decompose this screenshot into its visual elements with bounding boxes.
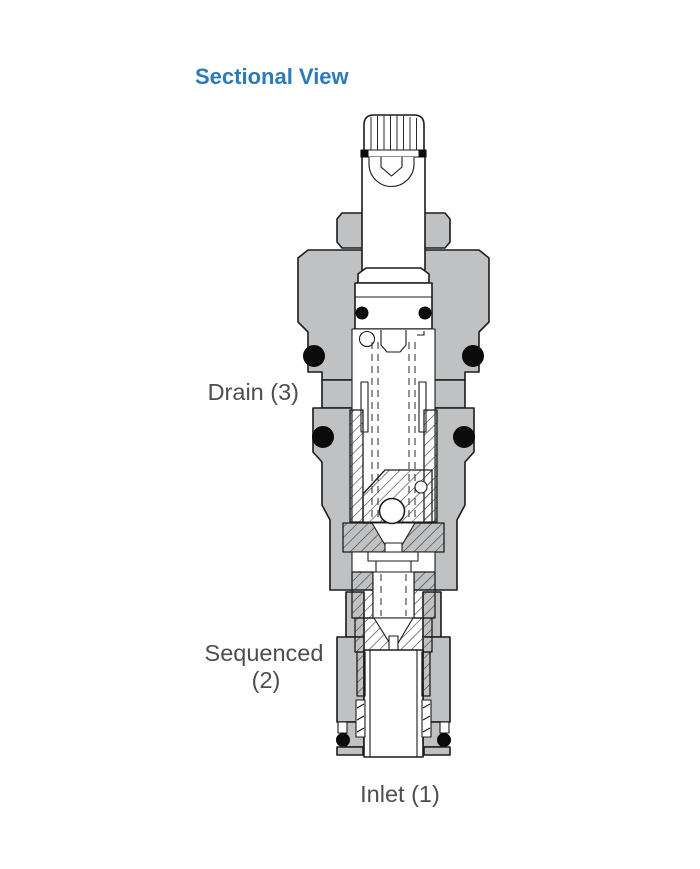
body-orings (303, 345, 484, 448)
drain-port-label: Drain (3) (208, 379, 299, 405)
sleeve-edge-right (418, 381, 427, 433)
socket-tick (417, 331, 425, 336)
inlet-liner-left (356, 651, 366, 697)
cap-retainer-band (360, 149, 427, 158)
piston-oring-right (418, 306, 432, 320)
knurl-lines (370, 115, 417, 150)
sequenced-port-label: Sequenced (205, 640, 324, 666)
lower-chamber (351, 551, 436, 655)
retainer-step-1 (367, 551, 419, 562)
retainer-step-2 (375, 560, 412, 573)
body-oring-upper-right (462, 345, 484, 367)
body-oring-upper-left (303, 345, 325, 367)
adjuster-flange (357, 267, 430, 284)
pilot-ball-small (414, 480, 428, 494)
screw-tip (380, 157, 403, 177)
check-ball-upper (358, 330, 376, 348)
nozzle-wall-right (413, 571, 436, 619)
body-oring-lower-left (312, 426, 334, 448)
inlet-bore (363, 649, 424, 758)
body-oring-lower-right (453, 426, 475, 448)
piston-guide (354, 282, 433, 330)
main-ball (378, 497, 406, 525)
knurled-cap (363, 114, 425, 152)
inlet-assembly (336, 649, 451, 758)
retainer-tick-left (360, 149, 369, 158)
nozzle-bore (372, 571, 415, 619)
gland-step-left (337, 721, 348, 734)
inlet-port-label: Inlet (1) (360, 781, 440, 807)
nose-oring-left (336, 733, 350, 747)
hex-socket (380, 330, 407, 353)
inlet-liner-right (421, 651, 431, 697)
poppet-and-seat (342, 469, 445, 553)
sleeve-wall-left (349, 409, 364, 523)
nose-foot-left (336, 746, 364, 756)
gland-step-right (439, 721, 450, 734)
backup-ring-left (355, 699, 366, 738)
nozzle-wall-left (351, 571, 374, 619)
page-title: Sectional View (195, 64, 350, 89)
piston-oring-left (355, 306, 369, 320)
nose-oring-right (437, 733, 451, 747)
sequenced-port-number: (2) (252, 667, 281, 693)
cone-cut (373, 617, 414, 651)
adjustment-screw (360, 114, 427, 271)
nose-foot-right (423, 746, 451, 756)
retainer-tick-right (418, 149, 427, 158)
backup-ring-right (421, 699, 432, 738)
piston-assembly (354, 267, 433, 330)
seat-orifice (384, 542, 403, 553)
sleeve-edge-left (360, 381, 369, 433)
